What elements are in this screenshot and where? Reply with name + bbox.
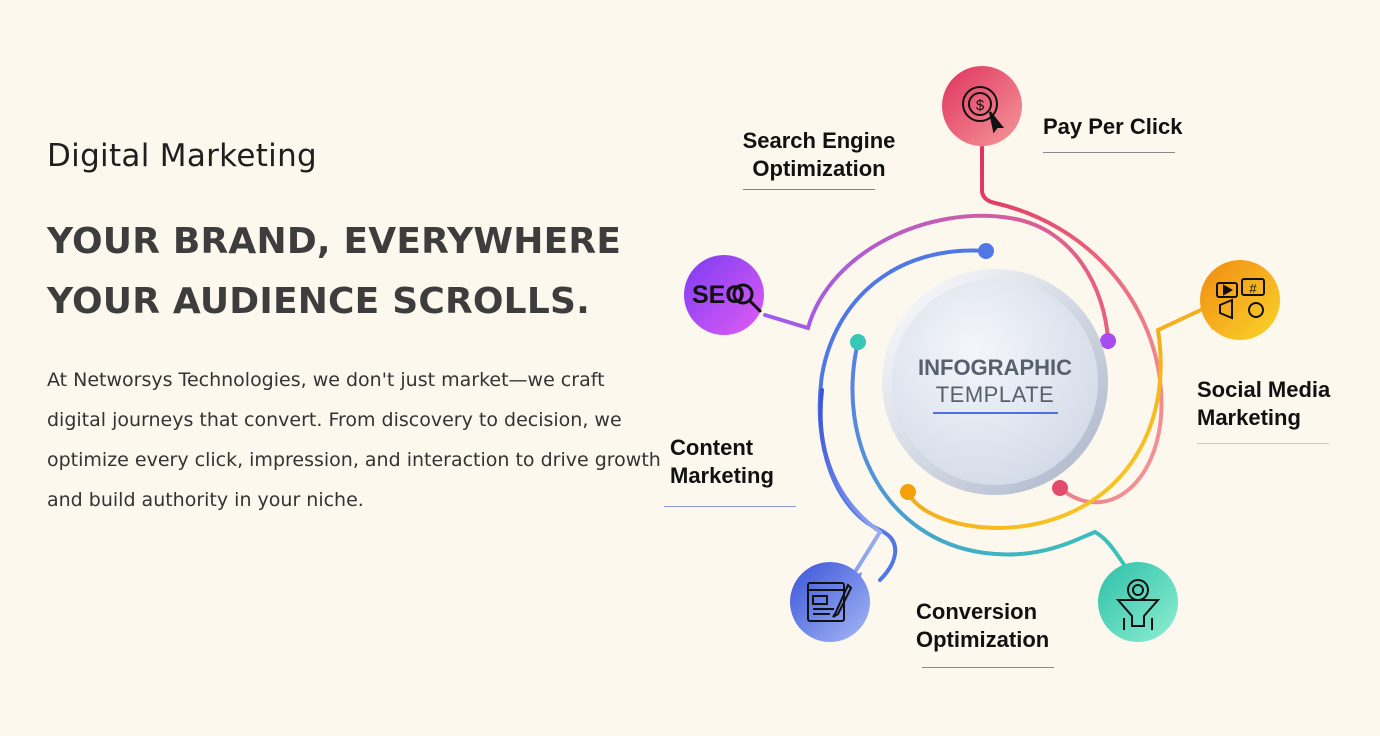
conversion-label-line-2: Optimization <box>916 627 1050 652</box>
ppc-connector <box>980 143 1164 505</box>
seo-label-line-1: Search Engine <box>742 128 896 153</box>
ppc-label-line-1: Pay Per Click <box>1043 114 1183 139</box>
content-label-line-1: Content <box>670 435 754 460</box>
smm-label-line-2: Marketing <box>1197 405 1301 430</box>
dot-teal <box>850 334 866 350</box>
conversion-node <box>1098 562 1178 642</box>
content-writing-icon <box>807 582 853 622</box>
dot-blue <box>978 243 994 259</box>
smm-node: # <box>1200 260 1280 340</box>
content-connector <box>818 388 883 582</box>
headline: YOUR BRAND, EVERYWHERE YOUR AUDIENCE SCR… <box>47 212 621 332</box>
conversion-label-underline <box>922 667 1054 668</box>
seo-label-line-2: Optimization <box>752 156 886 181</box>
content-label: Content Marketing <box>664 434 820 507</box>
dot-purple <box>1100 333 1116 349</box>
center-hub: INFOGRAPHIC TEMPLATE <box>882 269 1108 495</box>
seo-node: SEO <box>684 255 764 335</box>
conversion-label: Conversion Optimization <box>916 598 1086 668</box>
dot-orange <box>900 484 916 500</box>
ppc-label-underline <box>1043 152 1175 153</box>
center-title: INFOGRAPHIC <box>918 355 1072 380</box>
intro-paragraph: At Networsys Technologies, we don't just… <box>47 369 661 511</box>
funnel-gear-icon <box>1115 579 1161 630</box>
connector-arcs <box>763 143 1207 582</box>
ppc-label: Pay Per Click <box>1043 113 1203 153</box>
content-label-underline <box>664 506 796 507</box>
seo-badge-text: SEO <box>692 281 745 309</box>
seo-connector <box>763 213 1110 342</box>
center-underline <box>933 412 1058 414</box>
smm-connector <box>906 306 1207 531</box>
dot-pink <box>1052 480 1068 496</box>
headline-line-1: YOUR BRAND, EVERYWHERE <box>47 221 622 262</box>
seo-label-underline <box>743 189 875 190</box>
smm-label-underline <box>1197 443 1329 444</box>
svg-text:$: $ <box>976 97 985 114</box>
headline-line-2: YOUR AUDIENCE SCROLLS. <box>47 281 590 322</box>
social-megaphone-icon: # <box>1216 278 1265 320</box>
ppc-node: $ <box>942 66 1022 148</box>
seo-label: Search Engine Optimization <box>729 127 909 190</box>
conversion-label-line-1: Conversion <box>916 599 1038 624</box>
conversion-connector <box>850 340 1130 572</box>
content-node <box>790 562 870 642</box>
content-label-line-2: Marketing <box>670 463 774 488</box>
seo-magnifier-icon <box>732 283 762 313</box>
dollar-click-icon: $ <box>962 86 1005 134</box>
svg-text:#: # <box>1249 281 1257 296</box>
smm-label-line-1: Social Media <box>1197 377 1331 402</box>
section-eyebrow: Digital Marketing <box>47 138 317 174</box>
center-subtitle: TEMPLATE <box>936 382 1055 407</box>
smm-label: Social Media Marketing <box>1197 376 1367 444</box>
